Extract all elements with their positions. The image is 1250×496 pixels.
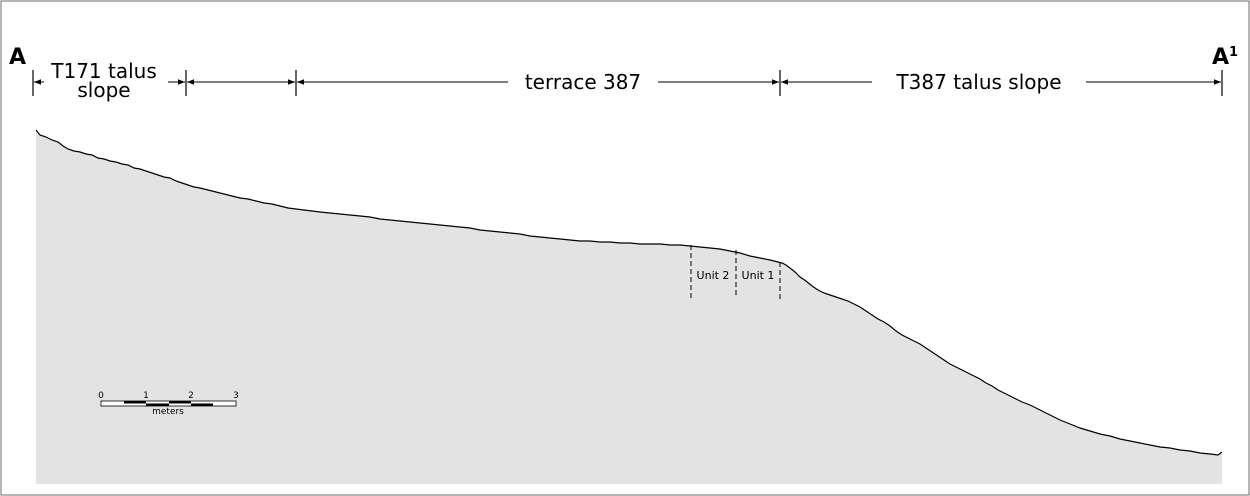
section-end-letter: A [1212, 45, 1229, 70]
unit-2-label: Unit 2 [697, 269, 730, 282]
scale-tick-0: 0 [98, 391, 104, 401]
section-start-label: A [9, 45, 26, 70]
terrain-profile [36, 130, 1222, 484]
segment-boundaries [32, 70, 1223, 96]
section-end-superscript: 1 [1229, 45, 1238, 60]
scale-bar-segment [124, 401, 146, 404]
section-end-label: A1 [1212, 45, 1238, 70]
scale-tick-2: 2 [188, 391, 194, 401]
scale-bar-segment [191, 403, 213, 406]
unit-boundaries [690, 245, 781, 300]
scale-tick-3: 3 [233, 391, 239, 401]
label-terrace: terrace 387 [525, 70, 641, 94]
label-t171-line2: slope [77, 78, 130, 102]
scale-bar-segment [146, 403, 169, 406]
scale-bar-segment [169, 401, 191, 404]
label-t387: T387 talus slope [895, 70, 1061, 94]
scale-tick-1: 1 [143, 391, 149, 401]
scale-bar: 0 1 2 3 meters [98, 391, 239, 417]
label-t171-line1: T171 talus [50, 59, 157, 83]
ground-surface-line [35, 129, 1223, 456]
unit-1-label: Unit 1 [742, 269, 775, 282]
scale-unit-label: meters [152, 407, 184, 417]
